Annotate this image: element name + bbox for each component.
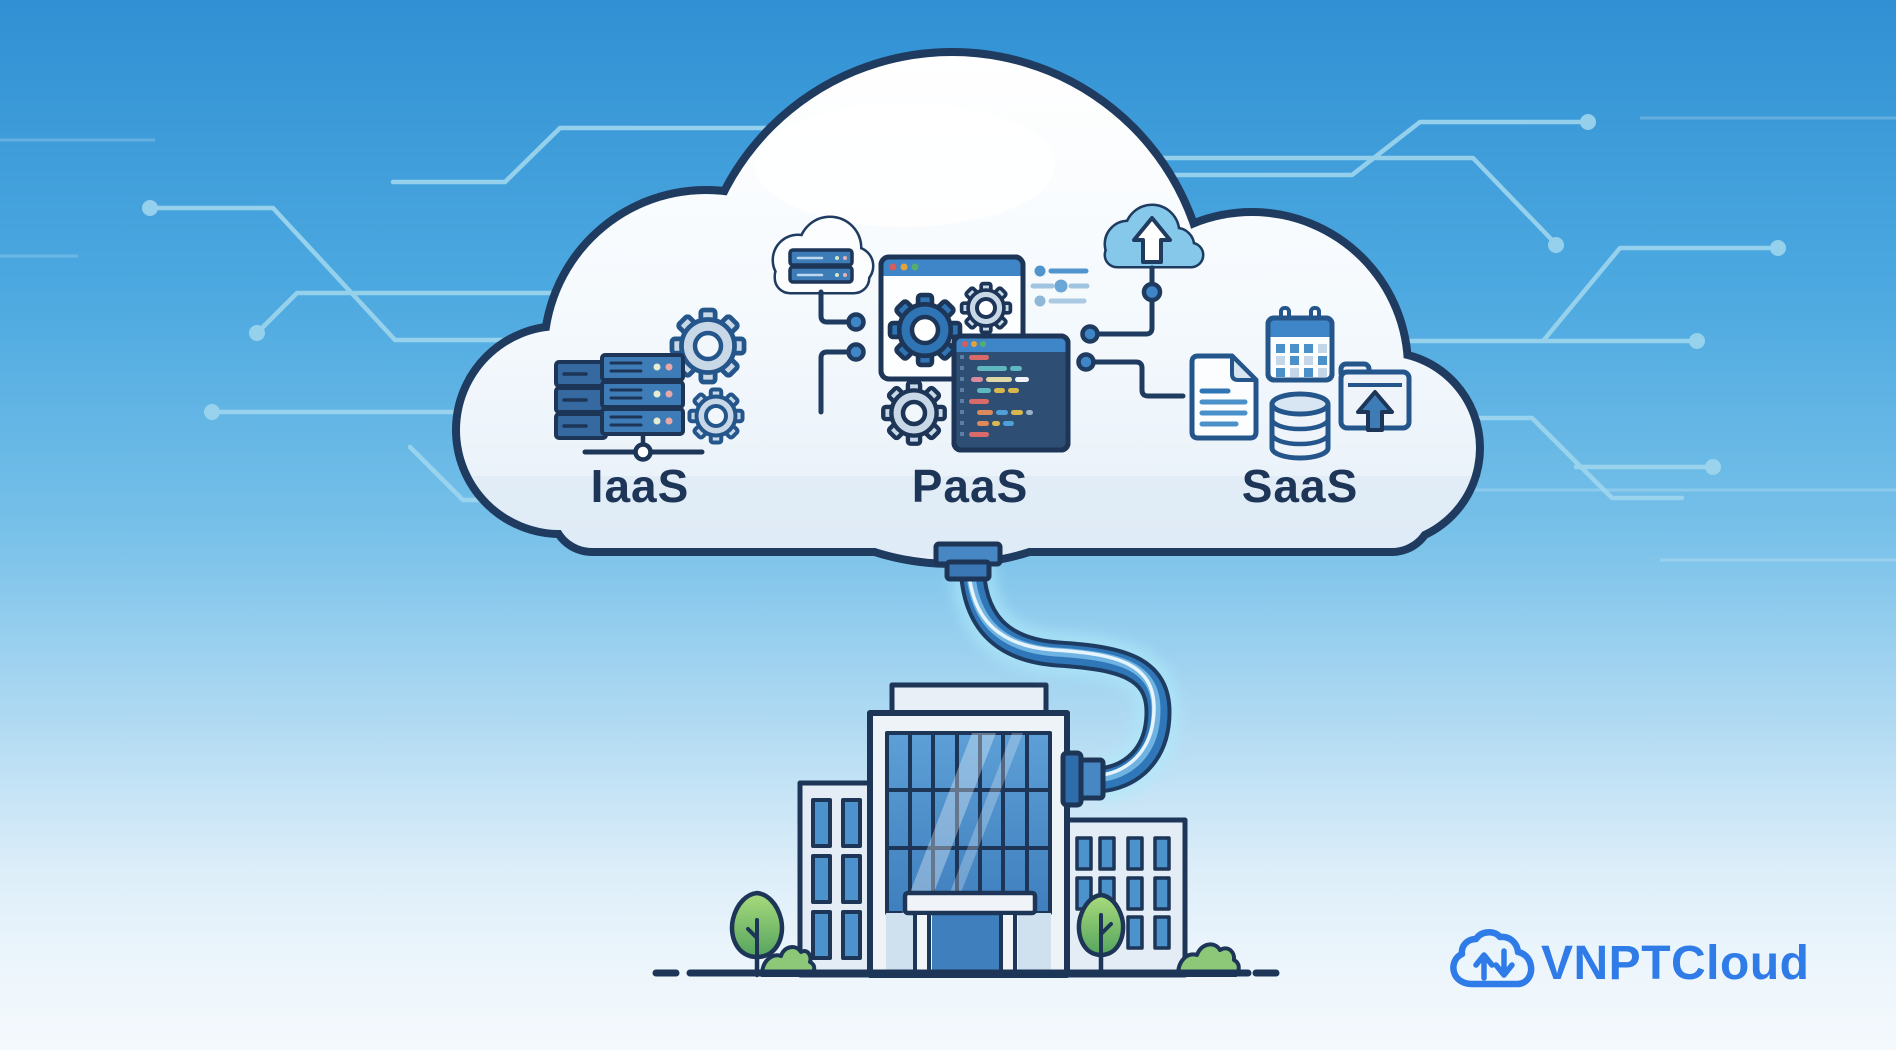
- saas-label: SaaS: [1242, 460, 1359, 512]
- folder-upload-icon: [1338, 361, 1412, 432]
- glass-reflection: [902, 733, 1023, 913]
- document-icon: [1189, 353, 1259, 441]
- cloud-sync-arrows-icon: [1450, 929, 1535, 988]
- calendar-icon: [1265, 306, 1335, 383]
- logo-text: VNPTCloud: [1541, 937, 1809, 990]
- right-bush: [1176, 942, 1241, 977]
- left-tree: [729, 890, 785, 978]
- circuit-node: [142, 114, 1786, 475]
- main-building: [867, 682, 1070, 978]
- right-building: [1062, 817, 1188, 978]
- paas-connectors-left: [818, 289, 866, 415]
- code-lines: [969, 355, 1033, 437]
- iaas-label: IaaS: [591, 460, 690, 512]
- paas-connectors-right: [1076, 265, 1186, 399]
- right-tree: [1076, 892, 1126, 978]
- paas-group: PaaS: [771, 203, 1205, 512]
- connection-pipe: [933, 541, 1181, 808]
- circuit-traces: [142, 114, 1786, 503]
- code-editor-icon: [951, 333, 1071, 453]
- paas-label: PaaS: [912, 460, 1029, 512]
- settings-sliders-icon: [1030, 265, 1090, 307]
- cloud-server-icon: [771, 215, 875, 295]
- server-rack-icon: [554, 353, 685, 440]
- network-node-icon: [582, 434, 705, 462]
- cloud-upload-icon: [1103, 203, 1205, 269]
- office-buildings: [652, 682, 1280, 978]
- cloud-pipe-connector: [933, 541, 1003, 582]
- building-plug: [1060, 750, 1106, 808]
- left-building: [797, 780, 877, 978]
- iaas-group: IaaS: [554, 310, 744, 512]
- left-bush: [760, 945, 817, 977]
- database-icon: [1269, 391, 1331, 461]
- vnpt-cloud-logo: VNPTCloud: [1450, 929, 1809, 990]
- saas-group: SaaS: [1189, 306, 1412, 512]
- background-streaks: [0, 116, 1896, 562]
